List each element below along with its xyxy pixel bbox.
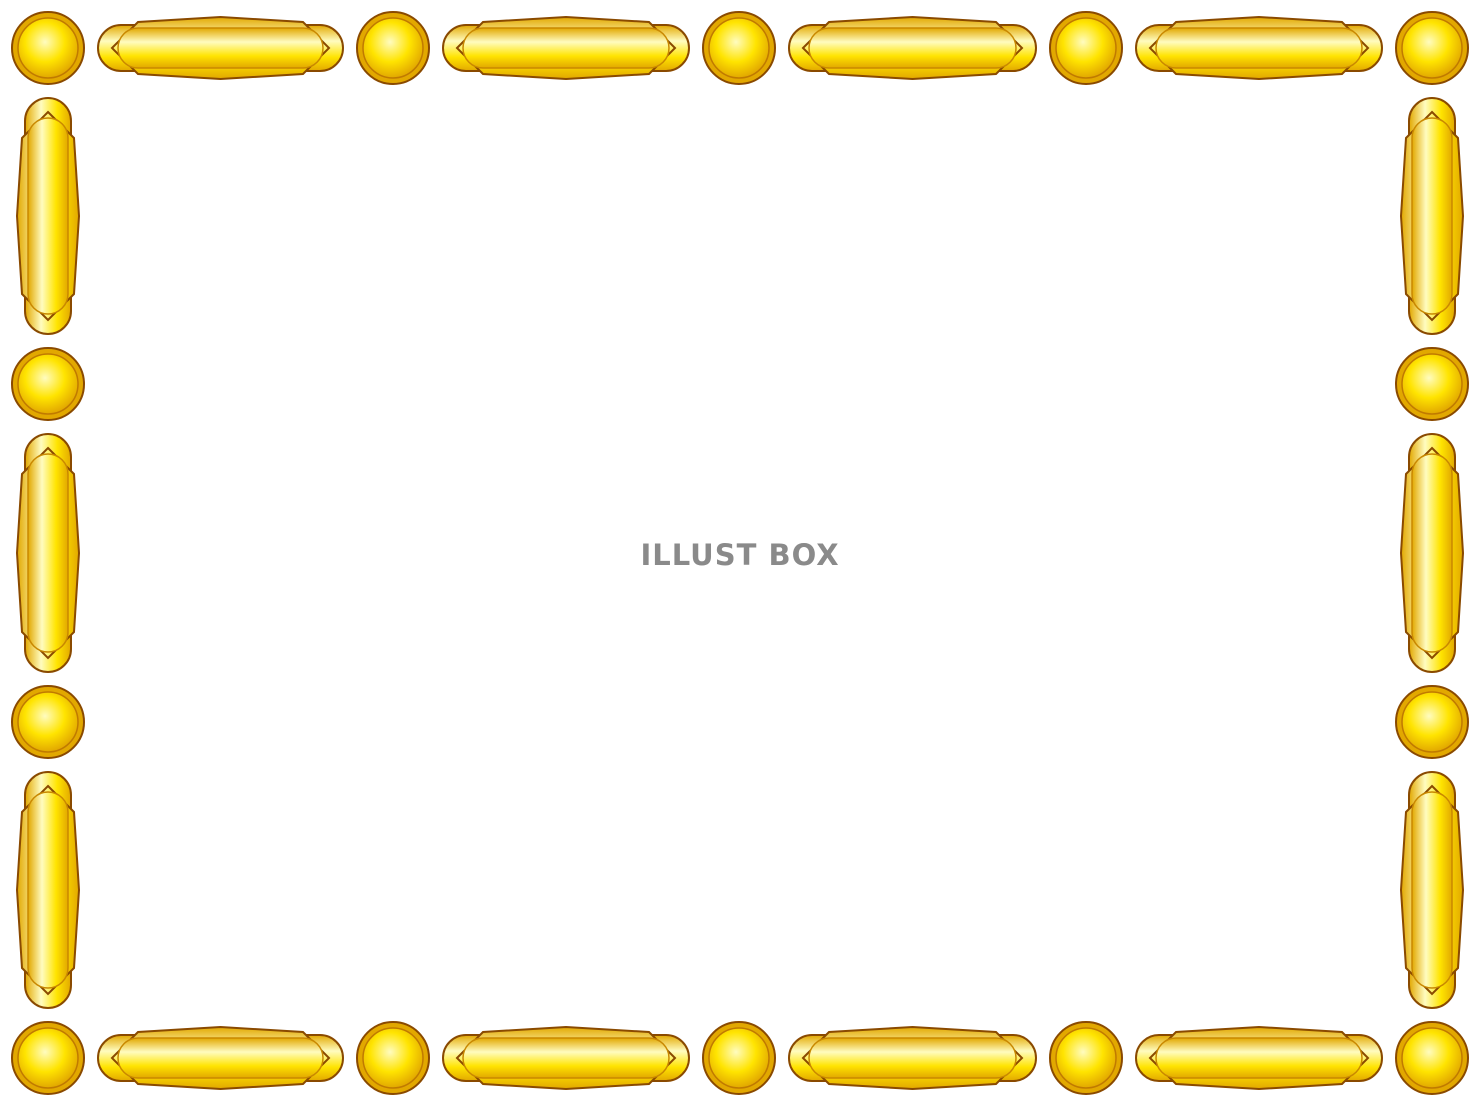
gold-bead-circle — [1049, 11, 1123, 85]
gold-bead-circle — [1395, 685, 1469, 759]
gold-bead-circle — [11, 347, 85, 421]
gold-bead-circle — [11, 1021, 85, 1095]
gold-bead-link — [1399, 97, 1465, 335]
frame-beads — [11, 11, 1469, 1095]
gold-bead-circle — [702, 11, 776, 85]
gold-bead-link — [788, 1025, 1037, 1091]
gold-bead-link — [15, 771, 81, 1009]
gold-bead-circle — [1395, 347, 1469, 421]
gold-bead-link — [15, 433, 81, 673]
gold-bead-circle — [11, 11, 85, 85]
gold-bead-circle — [1395, 1021, 1469, 1095]
gold-bead-circle — [702, 1021, 776, 1095]
gold-bead-circle — [356, 1021, 430, 1095]
gold-bead-circle — [1395, 11, 1469, 85]
gold-bead-circle — [356, 11, 430, 85]
gold-bead-link — [1135, 15, 1383, 81]
gold-bead-link — [1399, 433, 1465, 673]
gold-bead-circle — [11, 685, 85, 759]
gold-bead-link — [788, 15, 1037, 81]
gold-bead-link — [1135, 1025, 1383, 1091]
gold-bead-link — [442, 1025, 690, 1091]
gold-bead-link — [97, 15, 344, 81]
watermark-text: ILLUST BOX — [640, 538, 840, 572]
gold-bead-circle — [1049, 1021, 1123, 1095]
gold-bead-link — [15, 97, 81, 335]
gold-bead-link — [1399, 771, 1465, 1009]
gold-bead-link — [442, 15, 690, 81]
gold-bead-link — [97, 1025, 344, 1091]
